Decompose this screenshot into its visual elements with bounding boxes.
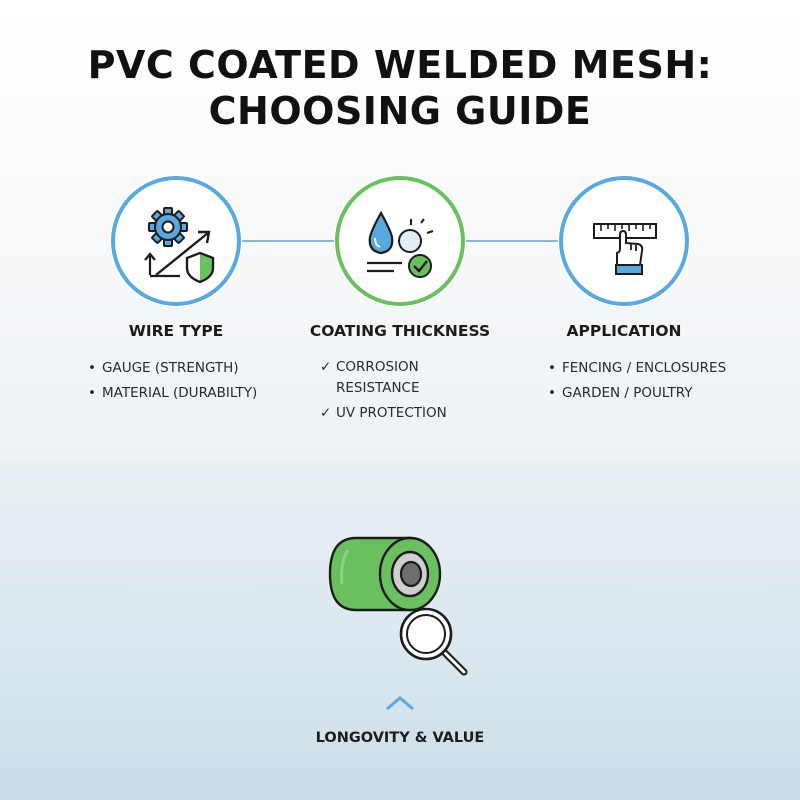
connector-line-2	[466, 240, 558, 242]
wire-type-title: WIRE TYPE	[128, 322, 224, 340]
chevron-up-icon	[386, 696, 414, 711]
coating-thickness-list: CORROSION RESISTANCE UV PROTECTION	[320, 357, 460, 424]
title-line-1: PVC COATED WELDED MESH:	[87, 43, 713, 87]
title-line-2: CHOOSING GUIDE	[208, 89, 592, 133]
wire-type-circle	[110, 175, 242, 307]
application-list: FENCING / ENCLOSURES GARDEN / POULTRY	[546, 358, 726, 404]
page-title: PVC COATED WELDED MESH: CHOOSING GUIDE	[0, 42, 800, 134]
application-title: APPLICATION	[566, 322, 682, 340]
application-circle	[558, 175, 690, 307]
list-item: MATERIAL (DURABILTY)	[86, 383, 257, 404]
ruler-hand-icon	[559, 176, 689, 306]
mesh-roll-magnifier-icon	[328, 536, 468, 676]
list-item: GARDEN / POULTRY	[546, 383, 726, 404]
wire-type-list: GAUGE (STRENGTH) MATERIAL (DURABILTY)	[86, 358, 257, 404]
list-item: UV PROTECTION	[320, 403, 460, 424]
list-item: CORROSION RESISTANCE	[320, 357, 460, 399]
list-item: GAUGE (STRENGTH)	[86, 358, 257, 379]
bottom-label: LONGOVITY & VALUE	[315, 730, 485, 746]
coating-thickness-title: COATING THICKNESS	[309, 322, 491, 340]
connector-line-1	[242, 240, 334, 242]
water-drop-sun-check-icon	[335, 176, 465, 306]
list-item: FENCING / ENCLOSURES	[546, 358, 726, 379]
gear-shield-arrow-icon	[111, 176, 241, 306]
coating-thickness-circle	[334, 175, 466, 307]
